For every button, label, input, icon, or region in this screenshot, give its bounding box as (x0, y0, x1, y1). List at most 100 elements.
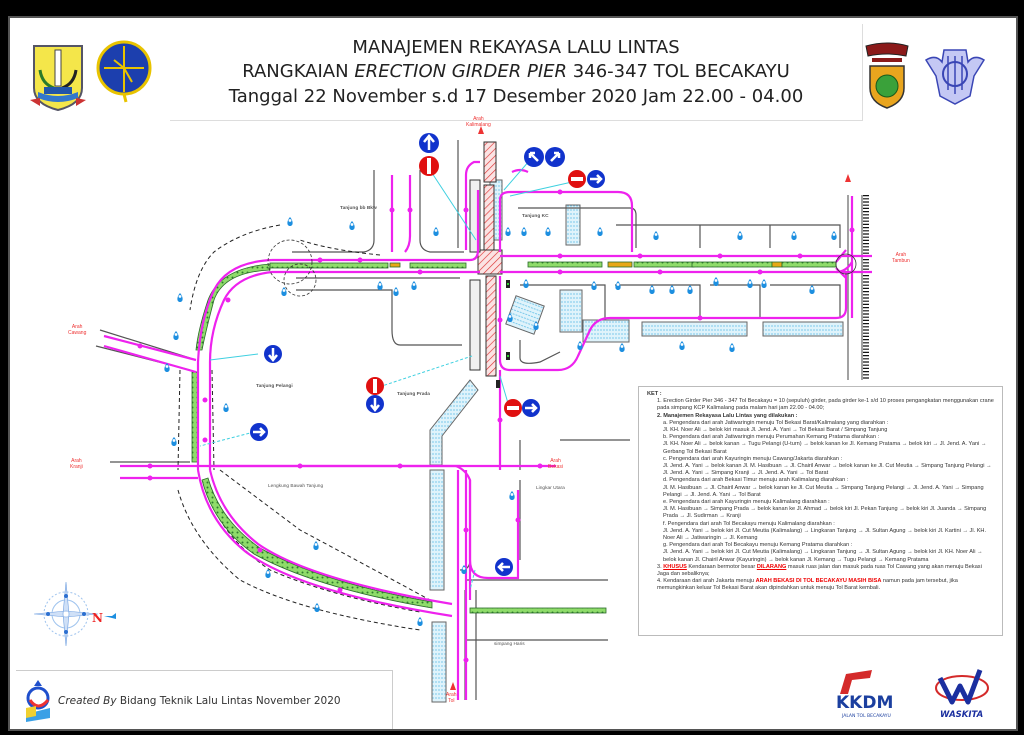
title-line-3: Tanggal 22 November s.d 17 Desember 2020… (228, 86, 804, 107)
legend-item3-highlight-2: DILARANG (756, 563, 787, 570)
legend-subitem-route: Jl. Jend. A. Yani → belok kanan Jl. M. H… (663, 463, 992, 477)
legend-item3-highlight: KHUSUS (663, 563, 687, 570)
roundabout-outlines (267, 239, 857, 297)
kkdm-text: KKDM (836, 693, 893, 713)
sign-turn-right-icon (545, 147, 565, 167)
legend-item-text: Manajemen Rekayasa Lalu Lintas yang dila… (663, 412, 798, 419)
label-tanjung-pelangi: Tanjung Pelangi (256, 384, 293, 389)
sign-right-arrow-icon (587, 170, 605, 188)
railway-track (847, 195, 869, 380)
legend-item3-text: Kendaraan bermotor besar (686, 563, 757, 570)
north-arrow-icon (104, 613, 116, 619)
legend-subitem-letter: c. (663, 455, 668, 462)
north-label: N (92, 611, 103, 625)
legend-item4-highlight: ARAH BEKASI DI TOL BECAKAYU MASIH BISA (755, 578, 882, 585)
legend-subitem-f: f. Pengendara dari arah Tol Becakayu men… (647, 521, 994, 543)
becakayu-toll-structure (469, 141, 503, 377)
legend-subitem-text: Pengendara dari arah Tol Becakayu menuju… (667, 520, 835, 527)
legend-subitem-text: Pengendara dari arah Kayuringin menuju K… (669, 499, 830, 506)
polri-polres-emblem (865, 42, 909, 109)
kkdm-logo: KKDM JALAN TOL BECAKAYU (836, 670, 893, 719)
waskita-logo: WASKITA (935, 669, 989, 720)
korlantas-emblem (924, 49, 986, 105)
label-simpang: simpang Haris (494, 642, 525, 647)
sign-leader-lines (199, 159, 573, 591)
legend-subitem-b: b. Pengendara dari arah Jatiwaringin men… (647, 434, 994, 456)
legend-subitem-text: Pengendara dari arah Jatiwaringin menuju… (669, 434, 880, 441)
legend-subitem-route: Jl. M. Hasibuan → Simpang Prada → belok … (663, 506, 987, 520)
legend-item-2: 2. Manajemen Rekayasa Lalu Lintas yang d… (647, 413, 994, 420)
legend-subitem-d: d. Pengendara dari arah Bekasi Timur men… (647, 477, 994, 499)
detour-routes (103, 160, 872, 700)
legend-subitem-a: a. Pengendara dari arah Jatiwaringin men… (647, 420, 994, 434)
route-direction-arrows (137, 189, 855, 663)
legend-subitem-text: Pengendara dari arah Bekasi Timur menuju… (669, 477, 849, 484)
legend-subitem-text: Pengendara dari arah Jatiwaringin menuju… (669, 419, 889, 426)
top-black-bar (0, 0, 1024, 14)
title-line-2-prefix: RANGKAIAN (242, 61, 355, 82)
legend-item3-rest: masuk ruas jalan dan masuk pada ruas Tol… (657, 563, 982, 578)
label-tanjung-prada: Tanjung Prada (397, 392, 430, 397)
credit-text: Created By Bidang Teknik Lalu Lintas Nov… (58, 695, 341, 707)
title-line-2-italic: ERECTION GIRDER PIER (354, 61, 568, 82)
legend-subitem-route: Jl. KH. Noer Ali → belok kanan → Tugu Pe… (663, 441, 987, 455)
label-lengkung-bawah: Lengkung Bawah Tanjung (268, 484, 324, 489)
title-block: MANAJEMEN REKAYASA LALU LINTAS RANGKAIAN… (170, 24, 863, 121)
legend-subitem-letter: a. (663, 419, 668, 426)
sign-no-entry-icon (419, 156, 439, 176)
sign-turn-left-icon (524, 147, 544, 167)
label-tanjung-kc: Tanjung KC (522, 214, 549, 219)
dishub-bekasi-logo (26, 680, 50, 722)
legend-item-text: Erection Girder Pier 346 - 347 Tol Becak… (657, 398, 994, 412)
label-lingkar: Lingkar Utara (536, 486, 565, 491)
direction-mark-icons (450, 126, 851, 690)
legend-subitem-route: Jl. Jend. A. Yani → belok kiri Jl. Cut M… (663, 527, 987, 542)
sign-down-arrow-icon (366, 395, 384, 413)
waskita-text: WASKITA (940, 710, 983, 720)
credit-body: Bidang Teknik Lalu Lintas November 2020 (116, 695, 341, 707)
legend-subitem-letter: d. (663, 477, 668, 484)
legend-subitem-text: Pengendara dari arah Kayuringin menuju C… (668, 455, 843, 462)
legend-subitem-text: Pengendara dari arah Tol Becakayu menuju… (669, 542, 853, 549)
sign-no-entry-icon (366, 377, 384, 395)
legend-item-number: 4. (657, 578, 662, 585)
legend-subitem-route: Jl. M. Hasibuan → Jl. Chairil Anwar → be… (663, 484, 984, 498)
footer-logos (826, 658, 1016, 726)
title-line-2-suffix: 346-347 TOL BECAKAYU (567, 61, 790, 82)
sign-straight-ahead-icon (419, 133, 439, 153)
credit-prefix: Created By (58, 695, 117, 707)
legend-subitem-c: c. Pengendara dari arah Kayuringin menuj… (647, 456, 994, 478)
legend-panel: KET : 1. Erection Girder Pier 346 - 347 … (638, 386, 1003, 636)
legend-item-number: 1. (657, 398, 662, 405)
label-tanjung-bb: Tanjung bb Bkw (340, 206, 377, 211)
legend-subitem-g: g. Pengendara dari arah Tol Becakayu men… (647, 542, 994, 564)
sign-no-entry-icon (504, 399, 522, 417)
title-line-1: MANAJEMEN REKAYASA LALU LINTAS (352, 37, 680, 58)
legend-subitem-route: Jl. Jend. A. Yani → belok kiri Jl. Cut M… (663, 549, 983, 563)
sign-no-entry-icon (568, 170, 586, 188)
legend-subitem-route: Jl. KH. Noer Ali → belok kiri masuk Jl. … (663, 427, 888, 434)
legend-subitem-letter: f. (663, 520, 667, 527)
legend-subitem-e: e. Pengendara dari arah Kayuringin menuj… (647, 499, 994, 521)
compass-rose-icon (33, 581, 99, 647)
sign-down-arrow-icon (264, 345, 282, 363)
legend-item-4: 4. Kendaraan dari arah Jakarta menuju AR… (647, 578, 994, 592)
sign-right-arrow-icon (250, 423, 268, 441)
kalimalang-canal (429, 179, 844, 703)
legend-subitem-letter: e. (663, 499, 668, 506)
legend-item4-text: Kendaraan dari arah Jakarta menuju (663, 578, 756, 585)
traffic-lights (496, 280, 510, 388)
legend-item-1: 1. Erection Girder Pier 346 - 347 Tol Be… (647, 398, 994, 412)
legend-heading: KET : (647, 391, 662, 397)
kkdm-subtext: JALAN TOL BECAKAYU (841, 713, 891, 719)
legend-item-number: 2. (657, 412, 662, 419)
dishub-emblem (96, 40, 152, 103)
sign-right-arrow-icon (522, 399, 540, 417)
legend-subitem-letter: b. (663, 434, 668, 441)
sign-left-arrow-icon (495, 558, 513, 576)
